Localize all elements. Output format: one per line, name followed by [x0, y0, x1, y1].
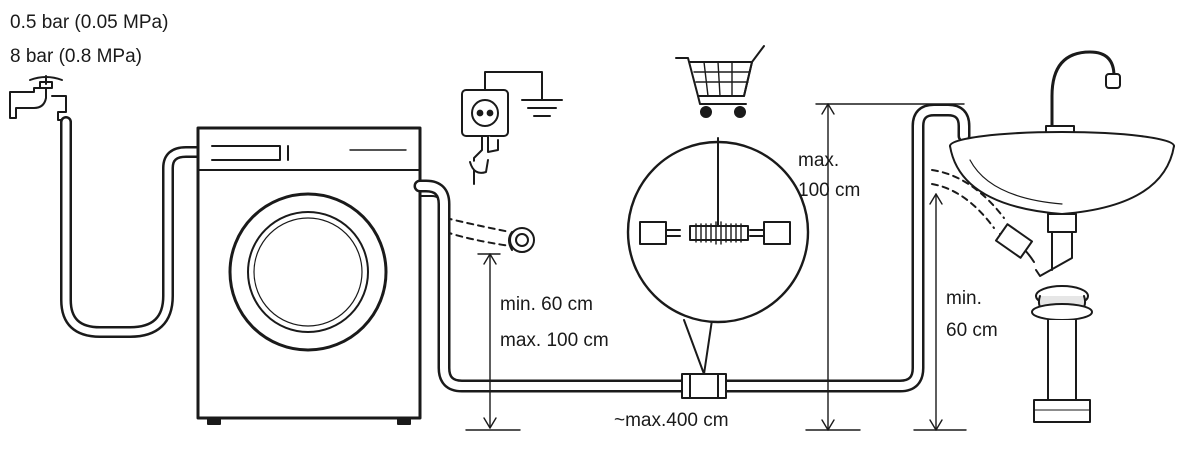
inlet-hose — [60, 116, 214, 338]
sink-height-label-line1: min. — [946, 288, 982, 309]
drain-height-max-label: max. 100 cm — [500, 330, 609, 351]
connector-detail-callout — [626, 137, 810, 375]
hose-peak-label-line1: max. — [798, 150, 840, 171]
sink-height-label-line2: 60 cm — [946, 320, 998, 341]
dimension-hose-peak — [815, 103, 965, 431]
shopping-cart-icon — [675, 45, 765, 118]
drain-height-min-label: min. 60 cm — [500, 294, 593, 315]
power-socket-icon — [461, 89, 509, 185]
hose-peak-label-line2: 100 cm — [798, 180, 861, 201]
hose-connector — [681, 373, 727, 399]
wall-drain-outlet — [419, 195, 535, 253]
drain-hose — [413, 103, 971, 393]
ground-symbol-icon — [484, 71, 563, 117]
hose-length-label: ~max.400 cm — [614, 410, 729, 431]
dimension-drain-height — [477, 253, 501, 429]
pressure-max-label: 8 bar (0.8 MPa) — [10, 46, 142, 67]
water-tap-icon — [9, 75, 69, 121]
washing-machine — [196, 126, 422, 425]
dimension-sink-height — [929, 193, 943, 431]
pressure-min-label: 0.5 bar (0.05 MPa) — [10, 12, 169, 33]
sink — [931, 50, 1175, 423]
